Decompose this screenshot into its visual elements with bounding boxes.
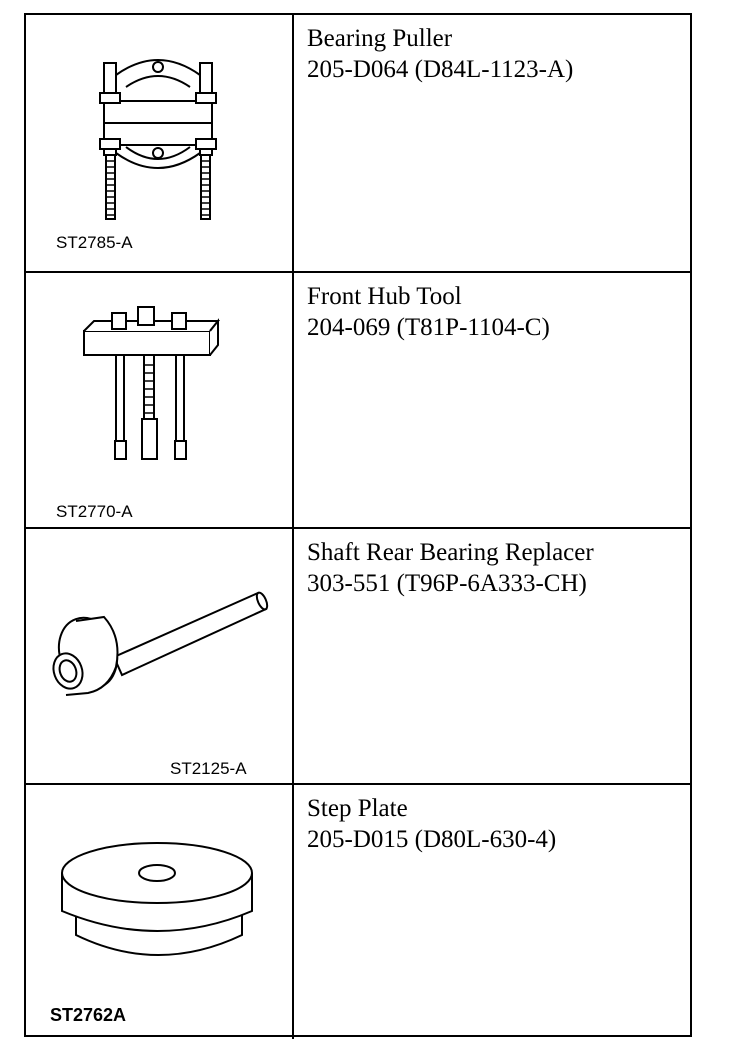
tool-number: 303-551 (T96P-6A333-CH) [307,570,587,597]
tool-number: 204-069 (T81P-1104-C) [307,314,550,341]
bearing-replacer-illustration [52,591,269,696]
tool-name: Step Plate [307,795,408,822]
tool-row-bearing-puller: ST2785-A Bearing Puller 205-D064 (D84L-1… [26,15,690,271]
tool-number: 205-D015 (D80L-630-4) [307,826,557,853]
tool-text-cell: Step Plate 205-D015 (D80L-630-4) [296,785,690,1039]
tool-name: Bearing Puller [307,25,453,52]
tool-row-shaft-rear-bearing-replacer: ST2125-A Shaft Rear Bearing Replacer 303… [26,527,690,783]
tool-text-cell: Bearing Puller 205-D064 (D84L-1123-A) [296,15,690,271]
illustration-code: ST2762A [50,1005,127,1025]
tool-number: 205-D064 (D84L-1123-A) [307,56,574,83]
special-tools-table: ST2785-A Bearing Puller 205-D064 (D84L-1… [24,13,692,1039]
tool-name: Shaft Rear Bearing Replacer [307,539,594,566]
tool-image-cell: ST2770-A [26,273,294,527]
tool-text-cell: Shaft Rear Bearing Replacer 303-551 (T96… [296,529,690,783]
tool-row-front-hub-tool: ST2770-A Front Hub Tool 204-069 (T81P-11… [26,271,690,527]
illustration-code: ST2125-A [170,759,247,778]
tool-row-step-plate: ST2762A Step Plate 205-D015 (D80L-630-4) [26,783,690,1039]
tool-image-cell: ST2762A [26,785,294,1039]
bearing-puller-illustration [99,59,217,220]
front-hub-tool-illustration [83,306,221,460]
illustration-code: ST2770-A [56,502,133,521]
tool-image-cell: ST2785-A [26,15,294,271]
tool-text-cell: Front Hub Tool 204-069 (T81P-1104-C) [296,273,690,527]
step-plate-illustration [61,842,253,956]
tool-name: Front Hub Tool [307,283,462,310]
tool-image-cell: ST2125-A [26,529,294,783]
illustration-code: ST2785-A [56,233,133,252]
